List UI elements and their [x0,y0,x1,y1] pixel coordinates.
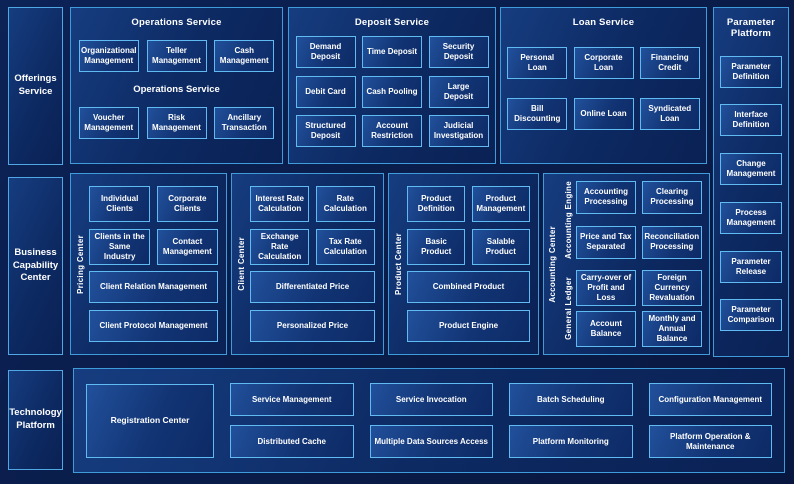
general-ledger-section: General Ledger Carry-over of Profit and … [560,270,702,348]
block-change-management: Change Management [720,153,782,186]
block-ancillary-transaction: Ancillary Transaction [214,107,275,139]
pricing-center-panel: Pricing Center Individual Clients Corpor… [70,173,227,355]
block-contact-management: Contact Management [156,228,218,265]
block-parameter-comparison: Parameter Comparison [720,299,782,332]
business-capability-center-label: Business Capability Center [8,177,63,355]
block-clients-same-industry: Clients in the Same Industry [89,228,151,265]
product-center-label: Product Center [393,233,403,295]
technology-platform-label: Technology Platform [8,370,63,470]
block-clearing-processing: Clearing Processing [642,180,702,214]
block-syndicated-loan: Syndicated Loan [639,98,700,130]
block-client-relation-management: Client Relation Management [89,271,218,304]
client-center-label: Client Center [236,237,246,291]
technology-platform-panel: Registration Center Service Management S… [73,368,785,473]
loan-service-title: Loan Service [572,17,635,28]
block-combined-product: Combined Product [407,271,530,304]
block-cash-management: Cash Management [214,40,275,72]
block-salable-product: Salable Product [471,228,530,265]
accounting-engine-section: Accounting Engine Accounting Processing … [560,180,702,259]
pricing-center-label: Pricing Center [75,234,85,294]
block-reconciliation-processing: Reconciliation Processing [641,225,702,259]
block-organizational-management: Organizational Management [78,40,139,72]
block-exchange-rate-calculation: Exchange Rate Calculation [250,228,310,265]
block-registration-center: Registration Center [86,383,214,458]
block-account-restriction: Account Restriction [362,115,422,148]
block-price-tax-separated: Price and Tax Separated [576,225,636,259]
block-financing-credit: Financing Credit [639,47,700,79]
block-batch-scheduling: Batch Scheduling [509,383,633,416]
operations-service-subtitle: Operations Service [133,84,220,95]
block-accounting-processing: Accounting Processing [576,180,636,214]
block-service-management: Service Management [230,383,354,416]
offerings-service-label: Offerings Service [8,7,63,165]
block-multiple-data-sources-access: Multiple Data Sources Access [369,425,493,458]
general-ledger-label: General Ledger [563,277,573,341]
block-corporate-loan: Corporate Loan [573,47,634,79]
parameter-platform-title: Parameter Platform [726,17,776,39]
block-process-management: Process Management [720,201,782,234]
block-parameter-release: Parameter Release [720,250,782,283]
block-cash-pooling: Cash Pooling [362,75,422,108]
block-product-engine: Product Engine [407,309,530,342]
block-distributed-cache: Distributed Cache [230,425,354,458]
deposit-service-title: Deposit Service [354,17,430,28]
block-platform-operation-maintenance: Platform Operation & Maintenance [648,425,772,458]
block-interest-rate-calculation: Interest Rate Calculation [250,186,310,223]
operations-service-title: Operations Service [131,17,222,28]
block-demand-deposit: Demand Deposit [295,35,356,68]
block-tax-rate-calculation: Tax Rate Calculation [315,228,375,265]
block-service-invocation: Service Invocation [369,383,493,416]
block-differentiated-price: Differentiated Price [250,271,375,304]
block-basic-product: Basic Product [407,228,466,265]
accounting-center-panel: Accounting Center Accounting Engine Acco… [543,173,710,355]
block-individual-clients: Individual Clients [89,186,151,223]
block-large-deposit: Large Deposit [428,75,489,108]
parameter-platform-panel: Parameter Platform Parameter Definition … [713,7,789,357]
block-structured-deposit: Structured Deposit [295,115,356,148]
block-parameter-definition: Parameter Definition [720,55,782,88]
block-platform-monitoring: Platform Monitoring [509,425,633,458]
block-monthly-annual-balance: Monthly and Annual Balance [642,311,702,348]
block-product-definition: Product Definition [407,186,466,223]
block-client-protocol-management: Client Protocol Management [89,309,218,342]
block-judicial-investigation: Judicial Investigation [428,115,489,148]
block-time-deposit: Time Deposit [362,35,422,68]
accounting-center-label: Accounting Center [547,225,557,303]
block-voucher-management: Voucher Management [78,107,139,139]
block-security-deposit: Security Deposit [428,35,489,68]
deposit-service-panel: Deposit Service Demand Deposit Time Depo… [288,7,496,164]
operations-service-panel: Operations Service Organizational Manage… [70,7,283,164]
block-personal-loan: Personal Loan [507,47,568,79]
block-corporate-clients: Corporate Clients [156,186,218,223]
product-center-panel: Product Center Product Definition Produc… [388,173,539,355]
block-foreign-currency-revaluation: Foreign Currency Revaluation [642,270,702,307]
block-product-management: Product Management [471,186,530,223]
block-debit-card: Debit Card [295,75,356,108]
block-online-loan: Online Loan [573,98,634,130]
block-personalized-price: Personalized Price [250,309,375,342]
block-configuration-management: Configuration Management [648,383,772,416]
block-account-balance: Account Balance [576,311,636,348]
loan-service-panel: Loan Service Personal Loan Corporate Loa… [500,7,707,164]
block-interface-definition: Interface Definition [720,104,782,137]
block-carry-over-profit-loss: Carry-over of Profit and Loss [576,270,636,307]
accounting-engine-label: Accounting Engine [563,180,573,259]
block-bill-discounting: Bill Discounting [507,98,568,130]
block-teller-management: Teller Management [146,40,207,72]
client-center-panel: Client Center Interest Rate Calculation … [231,173,384,355]
block-risk-management: Risk Management [146,107,207,139]
block-rate-calculation: Rate Calculation [315,186,375,223]
